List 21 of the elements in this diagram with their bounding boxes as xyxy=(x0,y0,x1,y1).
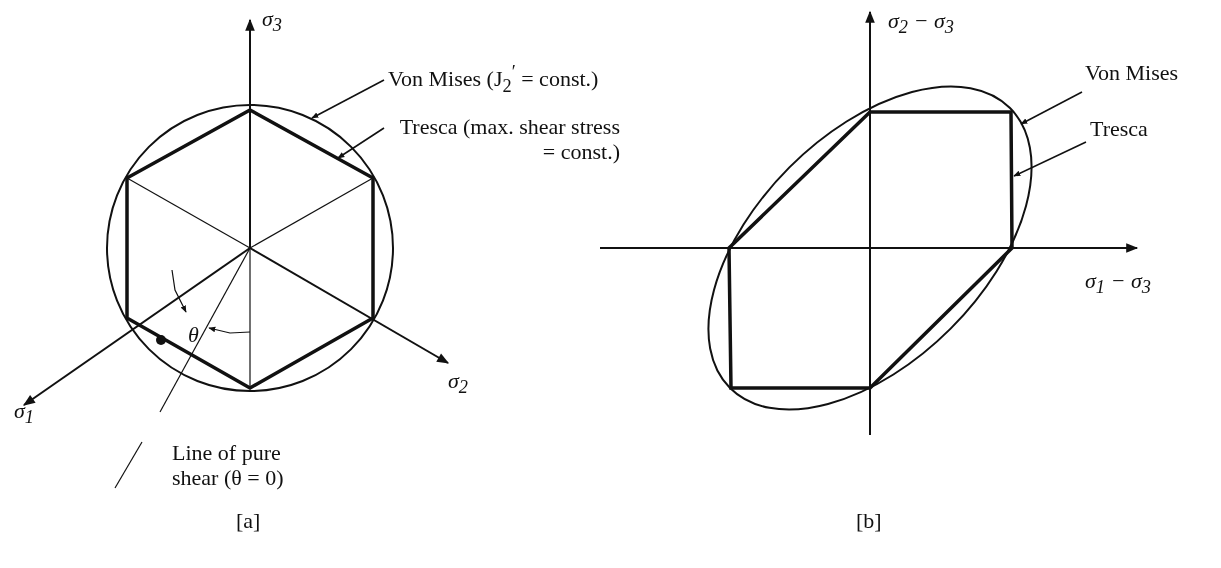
yield-hexagon xyxy=(727,110,1014,390)
axis-label: σ$_{1}$ − σ$_{3}$ xyxy=(1085,268,1151,299)
leader-arrow xyxy=(337,127,385,159)
callout-text: Von Mises xyxy=(1085,60,1179,86)
yield-ellipse xyxy=(707,85,1033,411)
axis-label: σ$_{1}$ xyxy=(14,398,35,429)
panel-label: [a] xyxy=(236,508,261,534)
note-text: Line of pure shear (θ = 0) xyxy=(172,440,285,491)
angle-label: θ xyxy=(188,322,199,348)
axis-label: σ$_{3}$ xyxy=(262,6,283,37)
leader-arrow xyxy=(1013,141,1087,177)
panel-label: [b] xyxy=(856,508,882,534)
axis-label: σ$_{2}$ xyxy=(448,368,469,399)
yield-circle xyxy=(106,104,394,392)
yield-hexagon xyxy=(125,108,375,390)
leader-arrow xyxy=(311,79,385,119)
callout-text: Tresca xyxy=(1090,116,1148,142)
callout-text: Von Mises (J$_{2}$$^{′}$ = const.) xyxy=(388,62,599,97)
axis-label: σ$_{2}$ − σ$_{3}$ xyxy=(888,8,954,39)
callout-text: Tresca (max. shear stress = const.) xyxy=(388,114,620,165)
leader-arrow xyxy=(1020,91,1083,125)
